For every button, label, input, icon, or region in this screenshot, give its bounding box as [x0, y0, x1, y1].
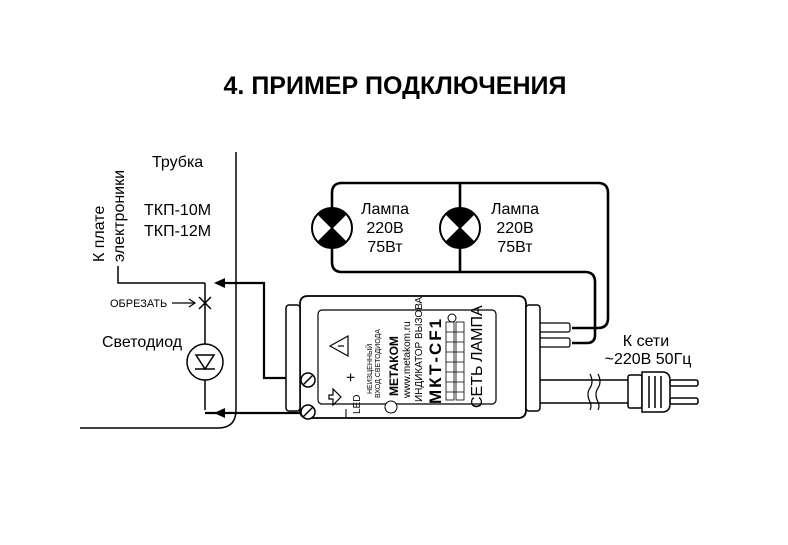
terminal-led-label: LED [352, 395, 363, 414]
lamp-2-power: 75Вт [497, 239, 533, 256]
device-body [285, 295, 541, 419]
lamp-1-name: Лампа [361, 201, 409, 218]
handset-label: Трубка [152, 154, 203, 171]
wire-arrow-icon [214, 278, 225, 418]
board-label-line-1: К плате [91, 206, 108, 262]
lamp-1-voltage: 220В [366, 220, 403, 237]
led-diode-icon [186, 343, 224, 381]
cut-arrow-icon [172, 298, 197, 308]
terminal-plus: + [343, 373, 360, 382]
terminal-minus: – [337, 409, 354, 418]
lamp-2-voltage: 220В [496, 220, 533, 237]
mains-label-line-2: ~220В 50Гц [605, 351, 692, 368]
led-terminal-icon [328, 387, 342, 407]
board-label-line-2: электроники [111, 170, 128, 262]
cut-label: ОБРЕЗАТЬ [110, 298, 167, 310]
mains-cable [526, 379, 628, 404]
plug-icon [627, 371, 699, 413]
brand-name: МЕТАКОМ [387, 336, 401, 396]
handset-outline [80, 152, 237, 429]
cable-break-icon [587, 373, 601, 411]
handset-model-1: ТКП-10М [144, 202, 211, 219]
mains-terminal-label: СЕТЬ [469, 366, 486, 409]
terminal-screw-icon [300, 372, 316, 388]
warning-text-1: НЕИЗЦЕННЫЙ [365, 344, 374, 394]
device-site: www.metakom.ru [402, 321, 413, 399]
lamp-icon [439, 207, 481, 249]
mains-label-line-1: К сети [623, 333, 669, 350]
warning-icon [328, 334, 349, 358]
lamp-1-power: 75Вт [367, 239, 403, 256]
cut-cross-icon [198, 296, 212, 310]
device-model: МКТ-CF1 [426, 317, 445, 404]
page-title: 4. ПРИМЕР ПОДКЛЮЧЕНИЯ [224, 72, 567, 100]
lamp-terminal-label: ЛАМПА [469, 305, 486, 362]
device-subtitle: ИНДИКАТОР ВЫЗОВА [414, 296, 425, 402]
lamp-2-name: Лампа [491, 201, 539, 218]
led-label: Светодиод [102, 334, 183, 351]
warning-text-2: ВХОД СВЕТОДИОДА [375, 329, 382, 398]
brand-logo: МЕТАКОМ [384, 336, 401, 414]
certification-icon [447, 313, 457, 323]
terminal-screw-icon [300, 404, 316, 420]
lamp-icon [311, 207, 353, 249]
handset-model-2: ТКП-12М [144, 223, 211, 240]
